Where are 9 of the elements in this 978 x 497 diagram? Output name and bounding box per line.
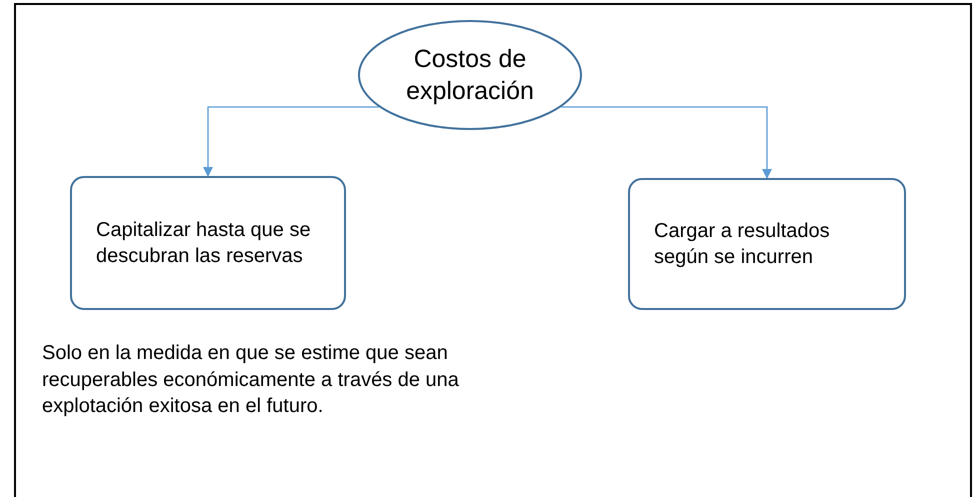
note-text: Solo en la medida en que se estime que sean recuperables económicamente a través de una explotación exitosa en el futuro. <box>42 341 460 420</box>
node-text: Cargar a resultados según se incurren <box>654 219 831 270</box>
process-box <box>70 176 346 310</box>
arrow <box>561 106 772 179</box>
arrow <box>203 106 379 177</box>
node-text: Capitalizar hasta que se descubran las reservas <box>96 218 312 269</box>
ellipse-node <box>358 20 582 130</box>
node-text: Costos de exploración <box>405 44 535 107</box>
process-box <box>628 178 906 310</box>
